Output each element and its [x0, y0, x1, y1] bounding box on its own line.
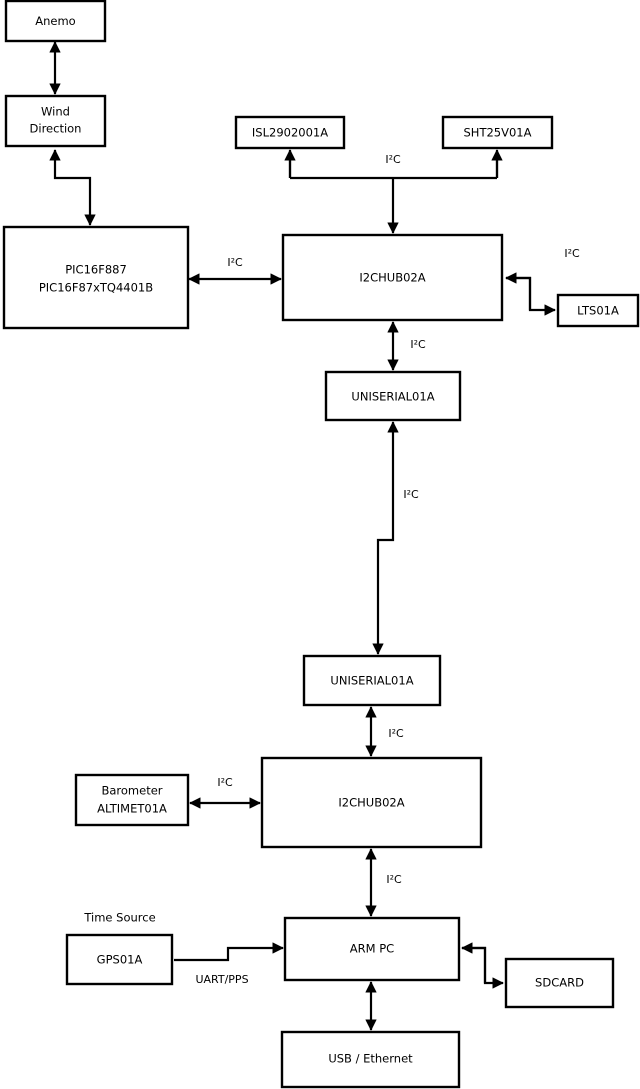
- node-usb-ethernet-label: USB / Ethernet: [328, 1052, 413, 1066]
- node-sdcard[interactable]: SDCARD: [504, 957, 615, 1009]
- node-wind-direction-label-line1: Wind: [41, 105, 70, 119]
- node-gps01a-label: GPS01A: [97, 953, 143, 967]
- edge-hub-top-lts-in: [505, 272, 532, 310]
- edge-label-i2c-hub-lts: I²C: [564, 247, 580, 260]
- node-barometer[interactable]: Barometer ALTIMET01A: [74, 773, 190, 827]
- node-uniserial01a-bottom-label: UNISERIAL01A: [330, 674, 413, 688]
- node-arm-pc-label: ARM PC: [350, 942, 394, 956]
- node-uniserial01a-top[interactable]: UNISERIAL01A: [324, 370, 462, 422]
- node-i2chub02a-top[interactable]: I2CHUB02A: [281, 233, 504, 322]
- edge-label-i2c-sensors-top: I²C: [385, 153, 401, 166]
- edge-uniserial-link: [372, 421, 399, 655]
- node-gps01a[interactable]: GPS01A: [65, 933, 174, 986]
- edge-label-i2c-uniserial-link: I²C: [403, 488, 419, 501]
- node-usb-ethernet[interactable]: USB / Ethernet: [280, 1030, 461, 1089]
- node-barometer-label-line2: ALTIMET01A: [97, 802, 167, 816]
- edge-pic-wind-direction: [49, 149, 96, 226]
- edge-label-i2c-barometer-hub: I²C: [217, 776, 233, 789]
- node-i2chub02a-top-label: I2CHUB02A: [359, 271, 425, 285]
- node-lts01a[interactable]: LTS01A: [556, 293, 640, 328]
- edge-gps-arm-pc: [174, 942, 284, 962]
- node-isl2902001a[interactable]: ISL2902001A: [234, 115, 346, 150]
- node-pic-label-line2: PIC16F87xTQ4401B: [39, 281, 153, 295]
- node-pic[interactable]: PIC16F887 PIC16F87xTQ4401B: [2, 225, 190, 330]
- node-anemo-label: Anemo: [35, 14, 75, 28]
- node-sht25v01a[interactable]: SHT25V01A: [441, 115, 554, 150]
- edge-arm-pc-sdcard-out: [462, 946, 504, 989]
- edge-label-uart-pps: UART/PPS: [195, 973, 248, 986]
- edge-label-i2c-hub-uniserial: I²C: [410, 338, 426, 351]
- node-wind-direction-label-line2: Direction: [30, 122, 82, 136]
- node-uniserial01a-top-label: UNISERIAL01A: [351, 390, 434, 404]
- node-i2chub02a-bottom[interactable]: I2CHUB02A: [260, 756, 483, 849]
- node-lts01a-label: LTS01A: [577, 304, 619, 318]
- edge-label-i2c-uniserial-hub-bottom: I²C: [388, 727, 404, 740]
- node-anemo[interactable]: Anemo: [4, 0, 107, 43]
- node-uniserial01a-bottom[interactable]: UNISERIAL01A: [302, 654, 442, 707]
- node-arm-pc[interactable]: ARM PC: [283, 916, 461, 982]
- edge-label-i2c-pic-hub: I²C: [227, 256, 243, 269]
- node-pic-label-line1: PIC16F887: [65, 263, 127, 277]
- label-time-source: Time Source: [83, 911, 155, 925]
- node-sht25v01a-label: SHT25V01A: [464, 126, 532, 140]
- node-barometer-label-line1: Barometer: [101, 784, 162, 798]
- node-sdcard-label: SDCARD: [535, 976, 584, 990]
- edge-label-i2c-hub-armpc: I²C: [386, 873, 402, 886]
- edge-hub-top-lts-out: [506, 276, 556, 316]
- node-wind-direction[interactable]: Wind Direction: [4, 94, 107, 148]
- node-isl2902001a-label: ISL2902001A: [252, 126, 328, 140]
- node-i2chub02a-bottom-label: I2CHUB02A: [338, 796, 404, 810]
- edge-arm-pc-sdcard-in: [461, 942, 487, 983]
